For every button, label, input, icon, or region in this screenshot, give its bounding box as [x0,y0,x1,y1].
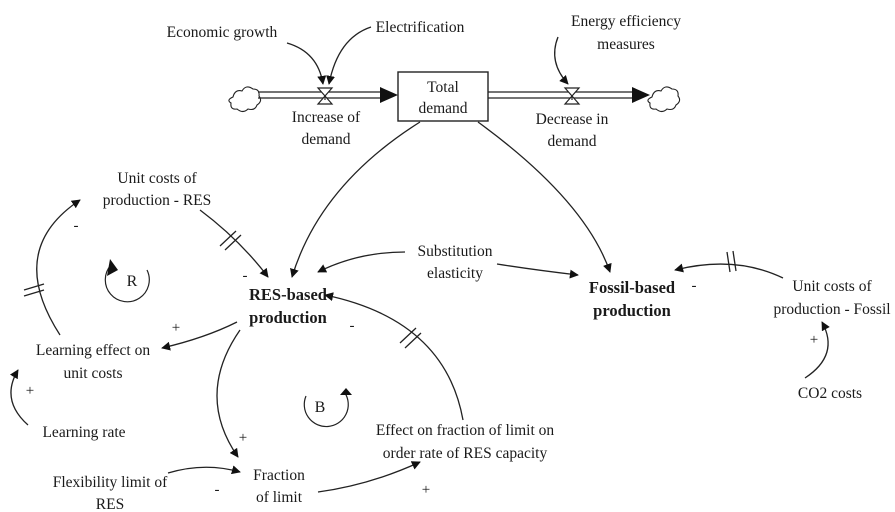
unit-costs-res-label-line2[interactable]: production - RES [103,192,212,209]
polarity-res-to-learning: + [172,320,180,336]
polarity-learning-rate-to-learning: + [26,383,34,399]
fossil-production-label-line2[interactable]: production [593,301,671,320]
outflow-label-line2: demand [547,133,596,150]
learning-effect-label-line2[interactable]: unit costs [64,365,123,382]
effect-fraction-label-line2[interactable]: order rate of RES capacity [383,445,548,462]
fossil-production-label-line1[interactable]: Fossil-based [589,278,675,297]
co2-costs-label[interactable]: CO2 costs [798,385,862,402]
balancing-loop-label: B [315,399,326,416]
link-learning-rate-to-learning [9,369,29,426]
delay-mark-unit-costs-res [219,230,242,251]
economic-growth-label[interactable]: Economic growth [167,24,278,41]
fraction-limit-label-line2[interactable]: of limit [256,489,303,506]
polarity-res-to-fraction: + [239,430,247,446]
link-res-to-fraction [216,329,241,458]
link-energy-efficiency-to-outflow [554,36,569,85]
reinforcing-loop-icon [104,259,150,303]
stock-label-line1: Total [427,79,459,96]
link-economic-growth-to-inflow [286,42,327,85]
polarity-learning-to-unit-costs: - [74,218,79,234]
outflow-label-line1: Decrease in [536,111,609,128]
delay-mark-fossil-costs [726,250,737,273]
link-electrification-to-inflow [326,26,372,85]
unit-costs-fossil-label-line2[interactable]: production - Fossil [773,301,890,318]
outflow-pipe [488,87,650,103]
stock-label-line2: demand [418,100,467,117]
inflow-label-line1: Increase of [292,109,361,126]
substitution-label-line1[interactable]: Substitution [418,243,493,260]
link-fossil-costs-to-fossil [674,263,784,279]
delay-mark-effect [399,327,422,349]
unit-costs-res-label-line1[interactable]: Unit costs of [117,170,197,187]
link-effect-to-res [324,292,464,421]
flexibility-limit-label-line1[interactable]: Flexibility limit of [53,474,168,491]
unit-costs-fossil-label-line1[interactable]: Unit costs of [792,278,872,295]
electrification-label[interactable]: Electrification [376,19,465,36]
link-demand-to-res [290,121,421,278]
learning-rate-label[interactable]: Learning rate [42,424,125,441]
flexibility-limit-label-line2[interactable]: RES [96,496,124,512]
link-learning-to-unit-costs [36,199,81,336]
sink-cloud-icon [647,86,681,113]
effect-fraction-label-line1[interactable]: Effect on fraction of limit on [376,422,555,439]
delay-mark-learning [23,283,45,297]
source-cloud-icon [228,86,262,113]
polarity-fraction-to-effect: + [422,482,430,498]
res-production-label-line2[interactable]: production [249,308,327,327]
polarity-flexibility-to-fraction: - [215,482,220,498]
polarity-co2-to-fossil-costs: + [810,332,818,348]
link-unit-costs-res-to-res [199,209,269,278]
inflow-label-line2: demand [301,131,350,148]
polarity-effect-to-res: - [350,318,355,334]
inflow-valve-icon[interactable] [316,87,334,105]
inflow-pipe [258,87,398,103]
link-co2-to-fossil-costs [804,321,830,379]
energy-efficiency-label-line2[interactable]: measures [597,36,655,53]
reinforcing-loop-label: R [127,273,138,290]
link-substitution-to-fossil [496,263,579,279]
link-substitution-to-res [317,251,406,273]
total-demand-stock[interactable] [397,71,489,122]
link-flexibility-to-fraction [167,465,241,475]
link-res-to-learning [161,321,238,351]
link-fraction-to-effect [317,461,421,493]
polarity-fossil-costs-to-fossil: - [692,278,697,294]
fraction-limit-label-line1[interactable]: Fraction [253,467,305,484]
balancing-loop-icon [303,388,352,428]
polarity-unit-costs-res-to-res: - [243,268,248,284]
link-demand-to-fossil [477,121,612,273]
energy-efficiency-label-line1[interactable]: Energy efficiency [571,13,681,30]
substitution-label-line2[interactable]: elasticity [427,265,483,282]
outflow-valve-icon[interactable] [563,87,581,105]
learning-effect-label-line1[interactable]: Learning effect on [36,342,150,359]
res-production-label-line1[interactable]: RES-based [249,285,327,304]
